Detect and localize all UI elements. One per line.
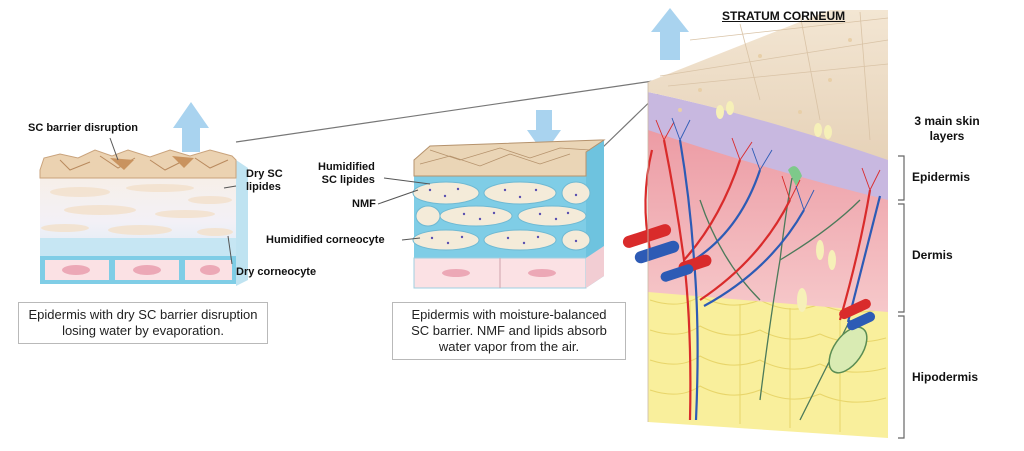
left-skin-block — [39, 102, 248, 286]
middle-skin-block — [377, 110, 606, 289]
heading-3-main-skin-layers: 3 main skin layers — [914, 114, 980, 143]
label-dry-sc-lipides: Dry SC lipides — [246, 168, 283, 193]
evaporation-arrow-icon — [651, 8, 689, 60]
caption-balanced-epidermis: Epidermis with moisture-balanced SC barr… — [392, 302, 626, 360]
label-humidified-sc-lipides: Humidified SC lipides — [318, 161, 375, 186]
layer-brackets — [898, 155, 905, 439]
layer-label-dermis: Dermis — [912, 248, 953, 262]
label-sc-barrier-disruption: SC barrier disruption — [28, 122, 139, 134]
label-humidified-corneocyte: Humidified corneocyte — [266, 234, 385, 246]
label-dry-corneocyte: Dry corneocyte — [236, 266, 317, 278]
caption-dry-epidermis: Epidermis with dry SC barrier disruption… — [18, 302, 268, 344]
water-absorb-arrow-icon — [527, 110, 561, 154]
vein-tube — [634, 240, 876, 331]
layer-label-hipodermis: Hipodermis — [912, 370, 979, 384]
label-nmf: NMF — [352, 198, 376, 210]
water-loss-arrow-icon — [173, 102, 209, 152]
layer-label-epidermis: Epidermis — [912, 170, 971, 184]
skin-cross-section — [622, 8, 905, 439]
title-stratum-corneum: STRATUM CORNEUM — [722, 9, 846, 23]
